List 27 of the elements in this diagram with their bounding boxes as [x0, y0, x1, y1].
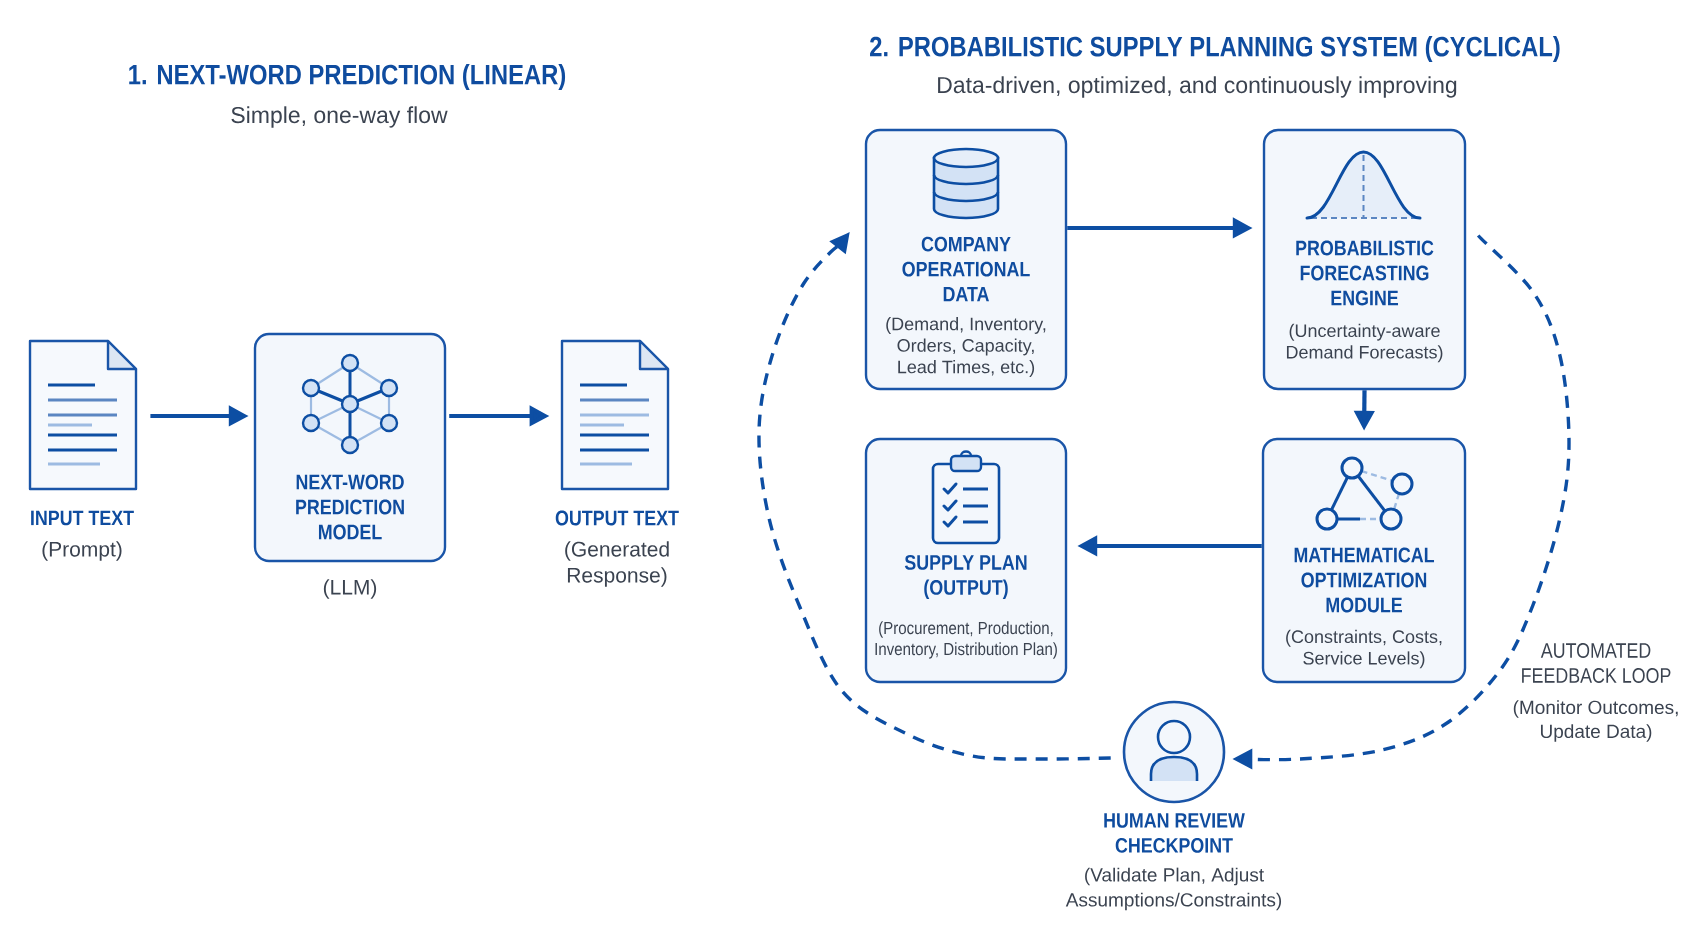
node-caption: (Generated Response) — [565, 541, 669, 587]
subheading: Simple, one-way flow — [231, 106, 448, 128]
box-title: MATHEMATICAL OPTIMIZATION MODULE — [1294, 547, 1434, 613]
box-description: (Constraints, Costs, Service Levels) — [1286, 629, 1442, 669]
box-title: PROBABILISTIC FORECASTING ENGINE — [1296, 240, 1434, 306]
node-label: HUMAN REVIEW CHECKPOINT — [1104, 813, 1245, 853]
subheading: Data-driven, optimized, and continuously improving — [938, 76, 1457, 98]
node-caption: (Validate Plan, Adjust Assumptions/Constraints) — [1065, 867, 1282, 911]
box-description: (Procurement, Production, Inventory, Distribution Plan) — [875, 621, 1057, 659]
node-label: INPUT TEXT — [31, 510, 134, 526]
process-box — [1261, 437, 1467, 684]
box-title: COMPANY OPERATIONAL DATA — [902, 236, 1030, 302]
process-box — [864, 437, 1068, 684]
box-description: (Uncertainty-aware Demand Forecasts) — [1286, 323, 1443, 363]
section-heading: 1. NEXT-WORD PREDICTION (LINEAR) — [129, 63, 566, 91]
node-caption: (LLM) — [323, 579, 377, 599]
node-caption: (Prompt) — [42, 541, 122, 561]
box-title: NEXT-WORD PREDICTION MODEL — [296, 474, 404, 540]
section-heading: 2. PROBABILISTIC SUPPLY PLANNING SYSTEM (CYCLICAL) — [870, 35, 1560, 63]
loop-label: AUTOMATED FEEDBACK LOOP — [1522, 643, 1671, 683]
node-label: OUTPUT TEXT — [555, 510, 679, 526]
process-box — [253, 332, 447, 599]
process-box — [864, 128, 1068, 391]
process-box — [1262, 128, 1467, 391]
box-title: SUPPLY PLAN (OUTPUT) — [904, 555, 1027, 599]
loop-caption: (Monitor Outcomes, Update Data) — [1513, 700, 1678, 742]
box-description: (Demand, Inventory, Orders, Capacity, Lead Times, etc.) — [886, 317, 1046, 377]
